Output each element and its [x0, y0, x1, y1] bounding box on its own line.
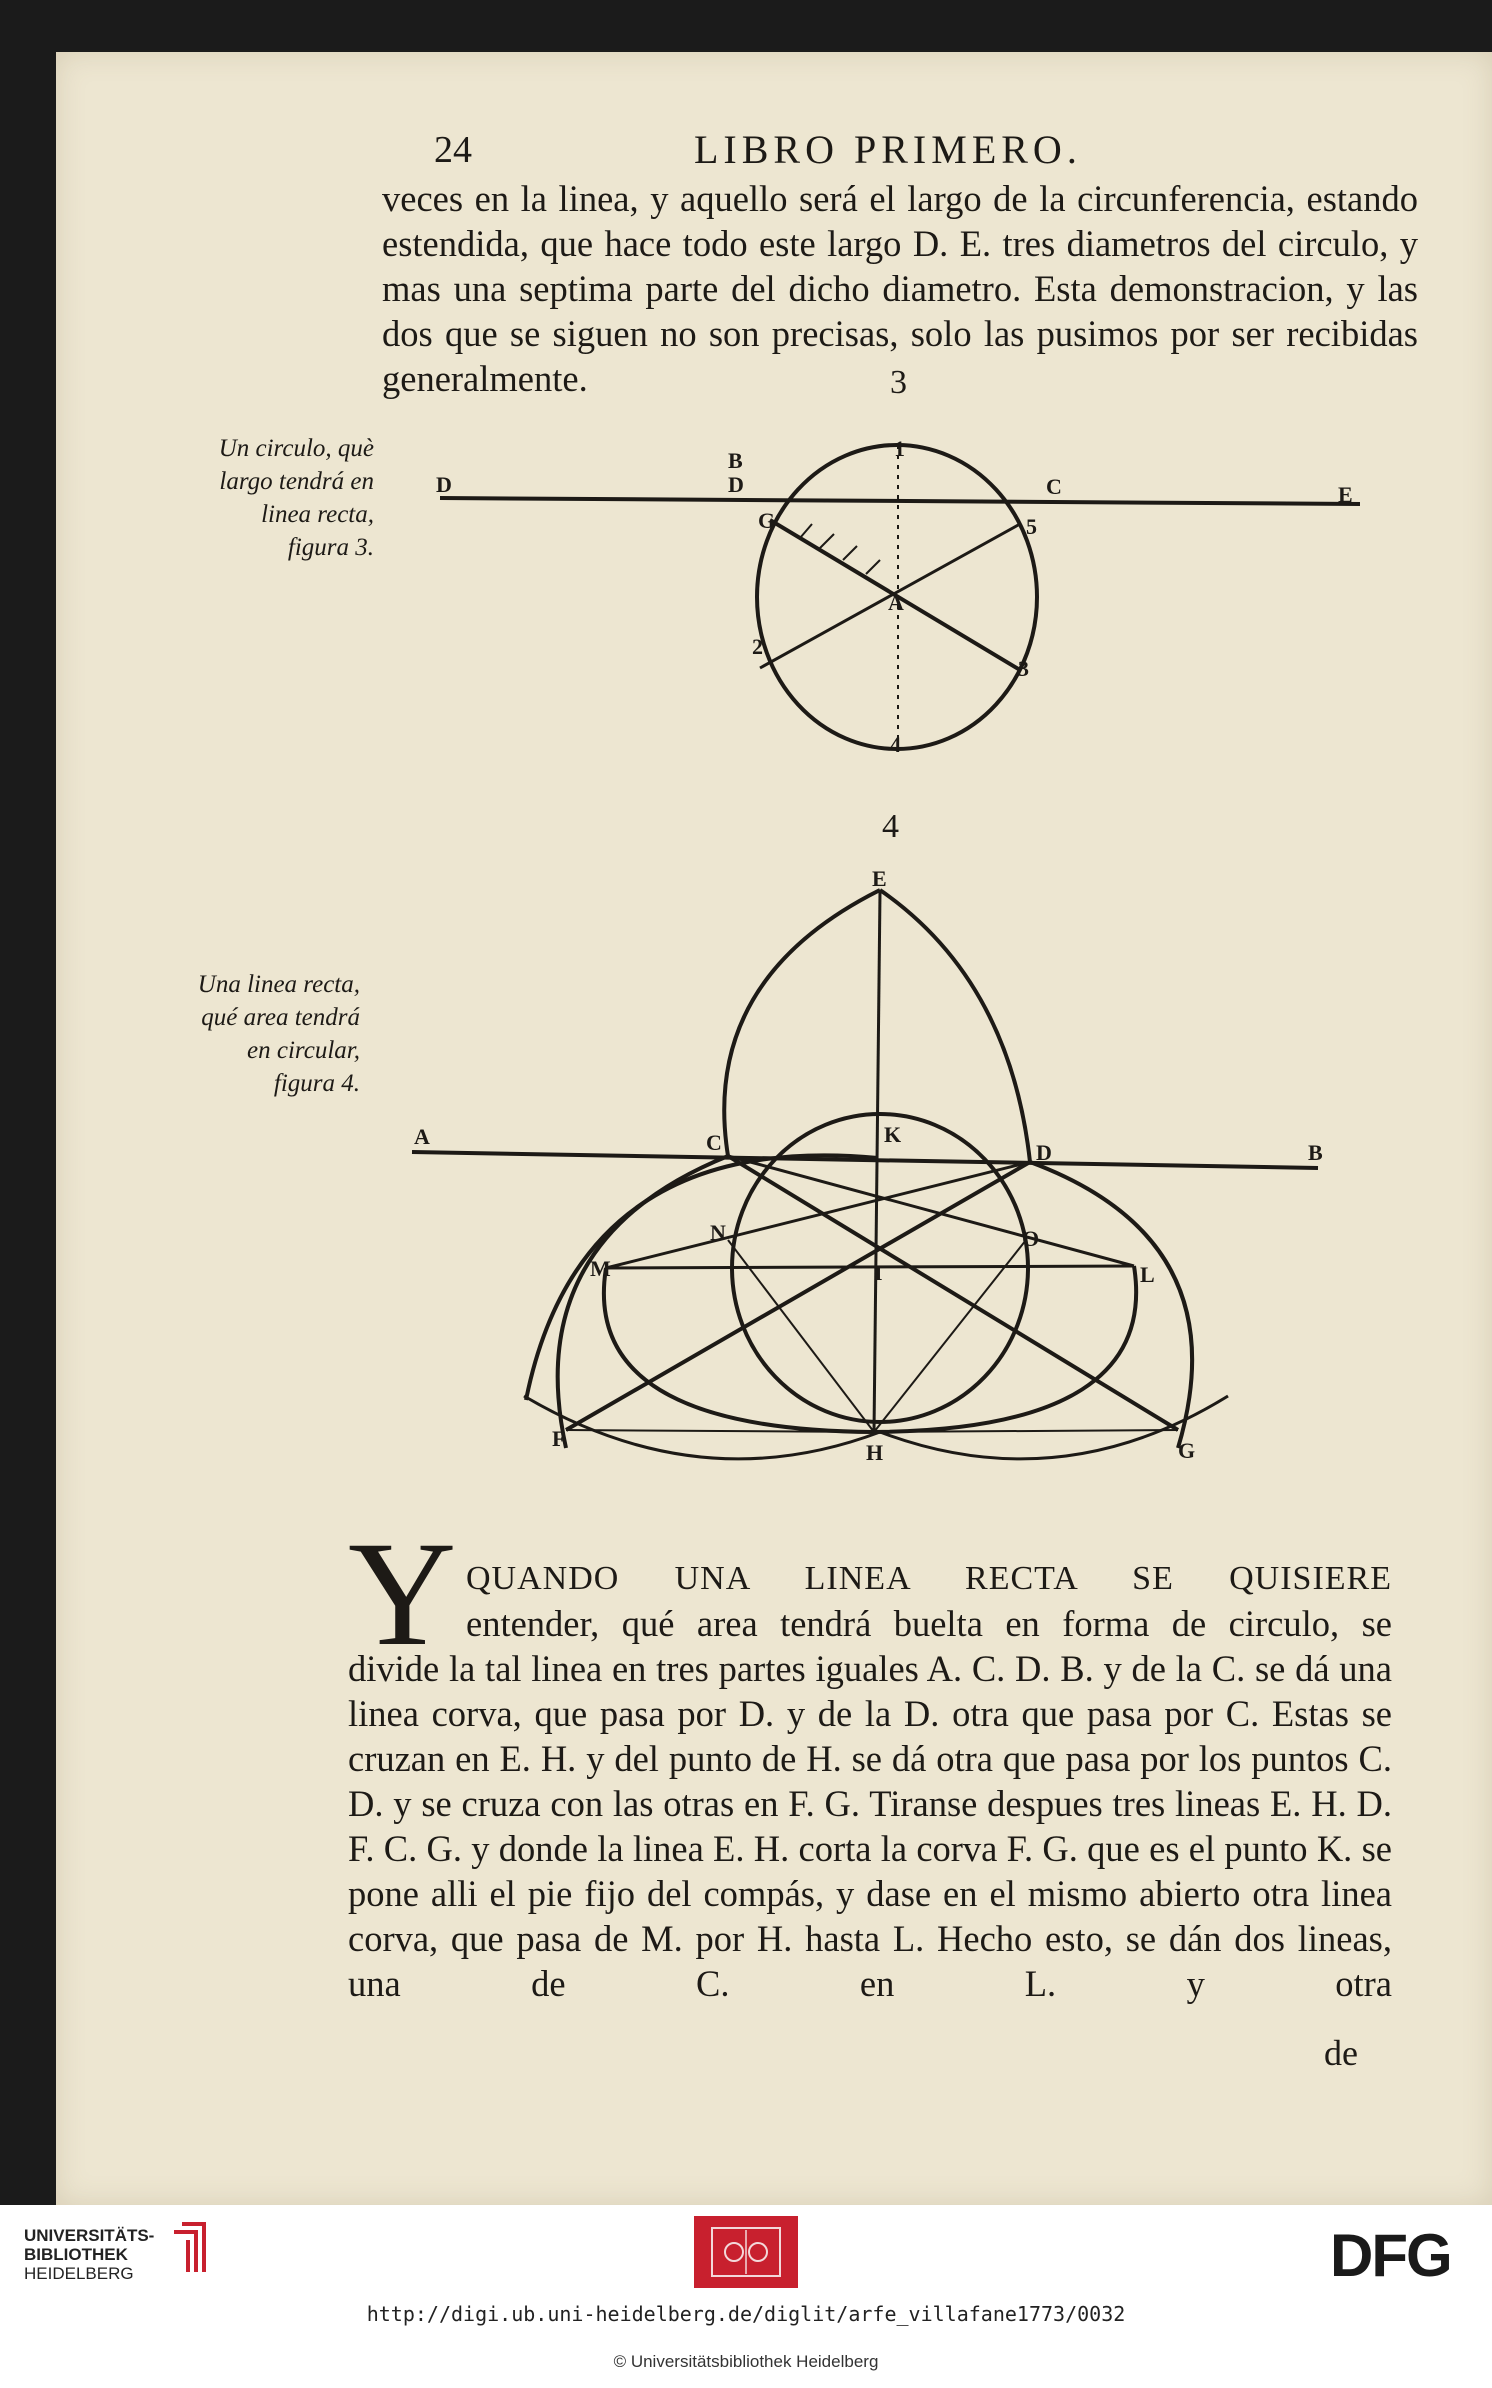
figure-4-diagram [411, 888, 1319, 1461]
figure-3-tick-3 [865, 559, 881, 575]
main-paragraph-second-line: entender, qué area tendrá buelta en form… [466, 1603, 1392, 1644]
figure-4-arc-c-to-e [722, 888, 881, 1157]
figure-4-line-f-h [565, 1429, 875, 1433]
main-paragraph-first-line: QUANDO UNA LINEA RECTA SE QUISIERE [466, 1560, 1392, 1597]
episteme-logo[interactable] [694, 2216, 798, 2288]
intro-paragraph: veces en la linea, y aquello será el lar… [382, 178, 1418, 399]
fig4-label-l: L [1140, 1262, 1155, 1287]
fig4-label-h: H [866, 1440, 883, 1465]
geometric-figures: D B D C E G 5 A 2 3 4 1 A B C [411, 436, 1361, 1465]
figure-3-diagram [439, 443, 1361, 751]
fig3-label-5: 5 [1026, 514, 1037, 539]
margin-note-figure-4: Una linea recta, qué area tendrá en circ… [197, 971, 360, 1097]
fig4-label-d: D [1036, 1140, 1052, 1165]
figure-4-number: 4 [882, 808, 899, 845]
university-library-logo[interactable] [22, 2216, 212, 2280]
running-head: LIBRO PRIMERO. [694, 127, 1082, 172]
fig3-label-4: 4 [890, 732, 901, 757]
figure-3-diameter-12-5 [768, 518, 1022, 672]
figure-3-tick-2 [842, 545, 858, 561]
fig4-label-o: O [1022, 1226, 1039, 1251]
figure-4-arc-m-h-l [601, 1265, 1139, 1435]
university-library-name: UNIVERSITÄTS- BIBLIOTHEK HEIDELBERG [24, 2226, 154, 2283]
copyright-notice: © Universitätsbibliothek Heidelberg [613, 2352, 879, 2371]
fig4-label-e: E [872, 866, 887, 891]
figure-4-line-n-h [727, 1239, 875, 1433]
figure-3-tick-4 [799, 523, 813, 539]
library-line-1: UNIVERSITÄTS- [24, 2226, 155, 2245]
main-paragraph: QUANDO UNA LINEA RECTA SE QUISIERE enten… [348, 1560, 1392, 2006]
figure-4-big-arc-f [555, 1154, 729, 1449]
library-line-2: BIBLIOTHEK [24, 2245, 128, 2264]
fig4-label-k: K [884, 1122, 901, 1147]
catchword: de [1324, 2033, 1358, 2073]
fig4-label-m: M [590, 1256, 611, 1281]
fig4-label-a: A [414, 1124, 430, 1149]
fig4-label-i: I [874, 1260, 883, 1285]
fig3-label-g: G [758, 508, 775, 533]
fig3-label-e: E [1338, 482, 1353, 507]
page-number: 24 [434, 129, 472, 171]
fig3-label-1: 1 [894, 436, 905, 461]
figure-3-tick-1 [819, 533, 835, 549]
fig3-label-3: 3 [1018, 656, 1029, 681]
figure-4-line-e-h [872, 891, 882, 1433]
permalink-url[interactable]: http://digi.ub.uni-heidelberg.de/diglit/… [366, 2302, 1126, 2326]
figure-4-arc-d-to-e [878, 888, 1032, 1163]
drop-cap: Y [348, 1511, 457, 1677]
figure-4-line-m-l [605, 1264, 1135, 1270]
figure-3-diameter-g-3 [759, 522, 1021, 670]
figure-4-line-c-l [727, 1154, 1135, 1268]
figure-4-line-d-f [564, 1160, 1032, 1432]
book-page [56, 52, 1492, 2205]
figure-4-line-ab [411, 1150, 1319, 1170]
fig4-label-g: G [1178, 1438, 1195, 1463]
figure-3-number: 3 [890, 364, 907, 401]
figure-4-line-h-g [873, 1429, 1179, 1433]
figure-4-line-o-h [873, 1239, 1027, 1433]
fig3-label-b: B [728, 448, 743, 473]
figure-4-big-arc-g [1029, 1160, 1195, 1449]
dfg-logo[interactable]: DFG [1330, 2222, 1480, 2286]
library-line-3: HEIDELBERG [24, 2264, 134, 2283]
figure-3-line-de [439, 496, 1361, 506]
figure-4-line-c-g [726, 1154, 1180, 1432]
episteme-logo-icon [711, 2227, 781, 2277]
fig3-label-2: 2 [752, 634, 763, 659]
fig3-label-c: C [1046, 474, 1062, 499]
fig4-label-n: N [710, 1220, 726, 1245]
figure-4-line-d-m [605, 1160, 1031, 1270]
fig4-label-c: C [706, 1130, 722, 1155]
fig3-label-d-small: D [728, 472, 744, 497]
fig4-label-b: B [1308, 1140, 1323, 1165]
fig3-label-a: A [888, 590, 904, 615]
main-paragraph-body: divide la tal linea en tres partes igual… [348, 1648, 1392, 2004]
fig3-label-d-left: D [436, 472, 452, 497]
fig4-label-f: F [552, 1426, 565, 1451]
dfg-logo-text: DFG [1330, 2222, 1451, 2286]
margin-note-figure-3: Un circulo, què largo tendrá en linea re… [218, 435, 374, 561]
